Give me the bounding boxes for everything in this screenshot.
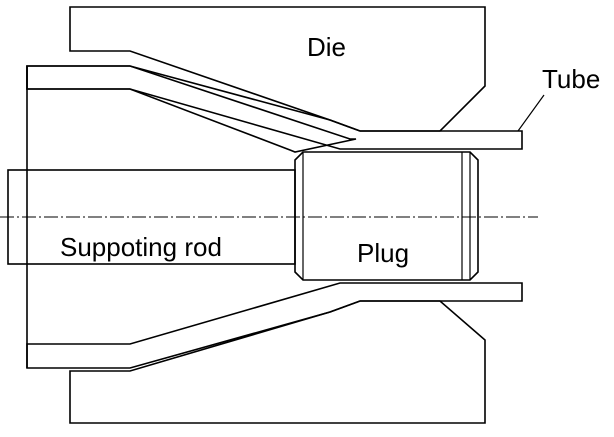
die-upper [69, 6, 486, 132]
die-lower [69, 300, 486, 424]
tube-label: Tube [542, 64, 600, 94]
die-label: Die [307, 32, 346, 62]
plug-label: Plug [357, 238, 409, 268]
tube-wall-upper-fill [26, 65, 523, 150]
tube-leader-line [517, 94, 545, 132]
tube-wall-lower-fill [26, 282, 523, 369]
supporting-rod-label: Suppoting rod [60, 232, 222, 262]
